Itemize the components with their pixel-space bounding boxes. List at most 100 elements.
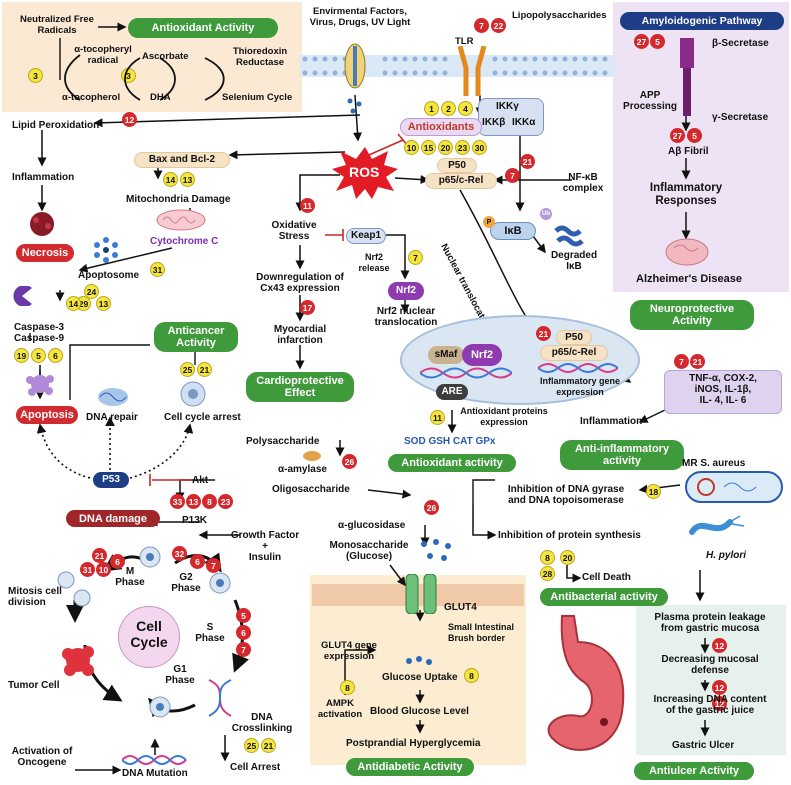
badge: 20 (560, 550, 575, 565)
protein-synthesis-label: Inhibition of protein synthesis (498, 530, 641, 541)
badge: 12 (712, 680, 727, 695)
antioxidant-activity2-pill: Antioxidant activity (388, 454, 516, 472)
glucose-dots-icon (418, 538, 458, 568)
badge: 23 (218, 494, 233, 509)
antiulcer-pill: Antiulcer Activity (634, 762, 754, 780)
tlr-label: TLR (455, 36, 474, 47)
smaf-pill: sMaf (428, 346, 464, 364)
badge: 8 (340, 680, 355, 695)
mitochondria-icon (155, 208, 207, 232)
app-protein-icon (676, 38, 698, 116)
brain-icon (664, 238, 710, 268)
badge: 13 (180, 172, 195, 187)
badge: 7 (408, 250, 423, 265)
badge: 21 (197, 362, 212, 377)
badge: 10 (404, 140, 419, 155)
badge: 6 (48, 348, 63, 363)
cytokines-box (664, 370, 782, 414)
myocardial-infarction-label: Myocardial infarction (273, 324, 327, 346)
cytochrome-c-label: Cytochrome C (150, 236, 219, 247)
stomach-icon (532, 612, 632, 762)
bax-bcl2-pill: Bax and Bcl-2 (134, 152, 230, 168)
ikka-label: IKKα (512, 117, 536, 128)
anti-inflammatory-pill: Anti-inflammatory activity (560, 440, 684, 470)
lipopolysaccharides-label: Lipopolysaccharides (512, 10, 607, 21)
nucleus-nrf2-pill: Nrf2 (462, 344, 502, 366)
mr-saureus-label: MR S. aureus (682, 458, 746, 469)
anticancer-pill: Anticancer Activity (154, 322, 238, 352)
glut4-label: GLUT4 (444, 602, 477, 613)
badge: 7 (236, 642, 251, 657)
badge: 5 (31, 348, 46, 363)
ros-burst (330, 145, 400, 200)
badge: 31 (150, 262, 165, 277)
badge: 11 (300, 198, 315, 213)
apoptosome-label: Apoptosome (78, 270, 140, 281)
badge: 5 (687, 128, 702, 143)
p65-pill: p65/c-Rel (425, 173, 497, 189)
beta-secretase-label: β-Secretase (712, 38, 769, 49)
cell-arrest-label: Cell Arrest (230, 762, 281, 773)
antidiabetic-pill: Antidiabetic Activity (346, 758, 474, 776)
degraded-ikb-label: Degraded IκB (550, 250, 598, 272)
badge: 21 (536, 326, 551, 341)
glut4-gene-label: GLUT4 gene expression (321, 640, 377, 662)
badge: 18 (646, 484, 661, 499)
cell-g1-icon (148, 696, 172, 718)
nucleus-dna2-icon (538, 362, 618, 374)
p53-pill: P53 (93, 472, 129, 488)
badge: 27 (670, 128, 685, 143)
badge: 19 (14, 348, 29, 363)
cell-m-icon (138, 546, 162, 568)
dna-gyrase-label: Inhibition of DNA gyrase and DNA topoiso… (507, 484, 625, 506)
cell-arrest-icon (178, 380, 208, 408)
ros-label: ROS (349, 164, 380, 180)
inflammation2-label: Inflammation (580, 416, 643, 427)
app-processing-label: APP Processing (623, 90, 677, 112)
g2-phase-label: G2 Phase (171, 572, 201, 594)
tumor-cell-label: Tumor Cell (8, 680, 60, 691)
cardioprotective-pill: Cardioprotective Effect (246, 372, 354, 402)
badge: 20 (438, 140, 453, 155)
amylase-icon (302, 450, 322, 462)
badge: 14 (66, 296, 81, 311)
badge: 2 (441, 101, 456, 116)
are-pill: ARE (436, 384, 468, 400)
nucleus-dna-icon (420, 366, 512, 380)
thioredoxin-label: Thioredoxin Reductase (232, 46, 288, 68)
badge: 8 (540, 550, 555, 565)
badge: 1 (424, 101, 439, 116)
antioxidant-cycle-arrows (64, 54, 225, 101)
cell-cycle-arrest-label: Cell cycle arrest (164, 412, 241, 423)
badge: 23 (455, 140, 470, 155)
alzheimers-label: Alzheimer's Disease (636, 273, 742, 285)
badge: 21 (92, 548, 107, 563)
glucose-dots2-icon (404, 654, 434, 668)
selenium-label: Selenium Cycle (222, 92, 293, 103)
badge: 6 (110, 554, 125, 569)
oxidative-stress-label: Oxidative Stress (271, 220, 317, 242)
nfkb-complex-label: NF-κB complex (562, 172, 604, 194)
badge: 28 (540, 566, 555, 581)
badge: 6 (190, 554, 205, 569)
dna-repair-label: DNA repair (86, 412, 138, 423)
ion-channel-icon (343, 40, 367, 92)
polysaccharide-label: Polysaccharide (246, 436, 320, 447)
dna-mutation-icon (122, 754, 192, 766)
brush-border-label: Small Intestinal Brush border (448, 622, 515, 643)
phospho-icon: P (483, 216, 495, 228)
badge: 21 (690, 354, 705, 369)
badge: 17 (300, 300, 315, 315)
nucleus-p50-pill: P50 (556, 330, 592, 345)
badge: 4 (458, 101, 473, 116)
ikkb-label: IKKβ (482, 117, 506, 128)
inflammatory-responses-label: Inflammatory Responses (649, 182, 723, 207)
badge: 5 (236, 608, 251, 623)
badge: 33 (170, 494, 185, 509)
mitosis-cells-icon (54, 570, 94, 610)
nrf2-nuclear-label: Nrf2 nuclear translocation (374, 306, 438, 328)
nrf2-pill: Nrf2 (388, 282, 424, 300)
nrf2-release-label: Nrf2 release (358, 252, 390, 273)
badge: 31 (80, 562, 95, 577)
dha-label: DHA (150, 92, 171, 103)
